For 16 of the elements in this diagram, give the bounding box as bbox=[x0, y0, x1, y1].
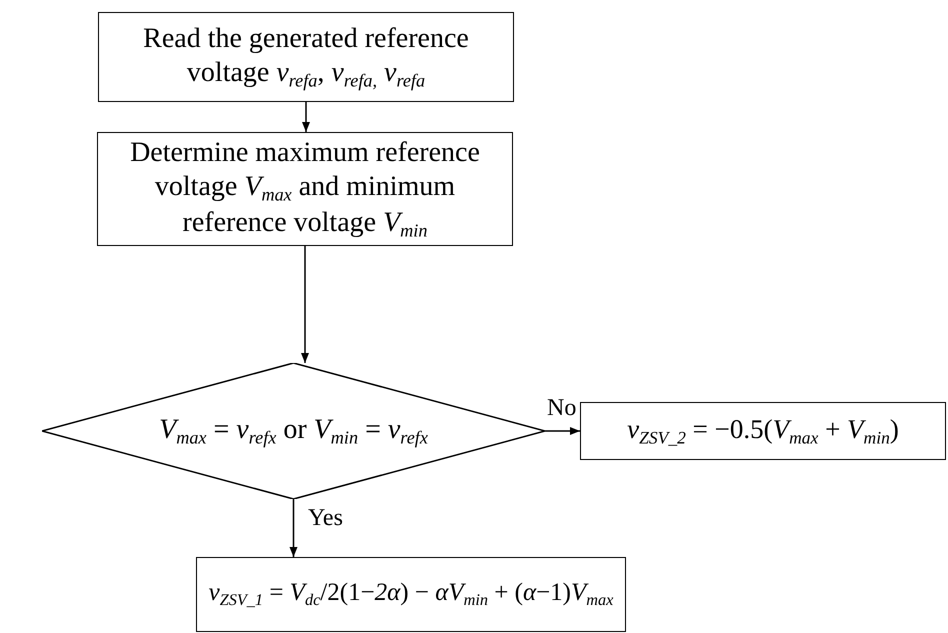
node-text: V$_{max}$ = v$_{refx}$ or V$_{min}$ = v$_{refx}$ bbox=[159, 412, 428, 450]
arrow bbox=[545, 427, 580, 435]
process-box bbox=[196, 557, 626, 632]
edge-label: Yes bbox=[308, 506, 343, 530]
node-text: Determine maximum reference voltage V$_{max}$ and minimum reference voltage V$_{min}$ bbox=[129, 136, 481, 242]
node-text: v$_{ZSV_2}$ = −0.5(V$_{max}$ + V$_{min}$) bbox=[627, 413, 899, 449]
process-box bbox=[97, 132, 513, 246]
process-box bbox=[580, 402, 946, 460]
arrow bbox=[301, 246, 309, 363]
node-text: v$_{ZSV_1}$ = V$_{dc}$/2(1−2α) − αV$_{min}$ + (α−1)V$_{max}$ bbox=[208, 578, 614, 611]
node-text: Read the generated reference voltage v$_{refa}$, v$_{refa,}$ v$_{refa}$ bbox=[142, 22, 470, 92]
edge-label: No bbox=[547, 396, 576, 420]
process-box bbox=[98, 12, 514, 102]
arrow bbox=[302, 102, 310, 132]
arrow bbox=[290, 499, 298, 557]
decision-diamond bbox=[42, 363, 545, 499]
